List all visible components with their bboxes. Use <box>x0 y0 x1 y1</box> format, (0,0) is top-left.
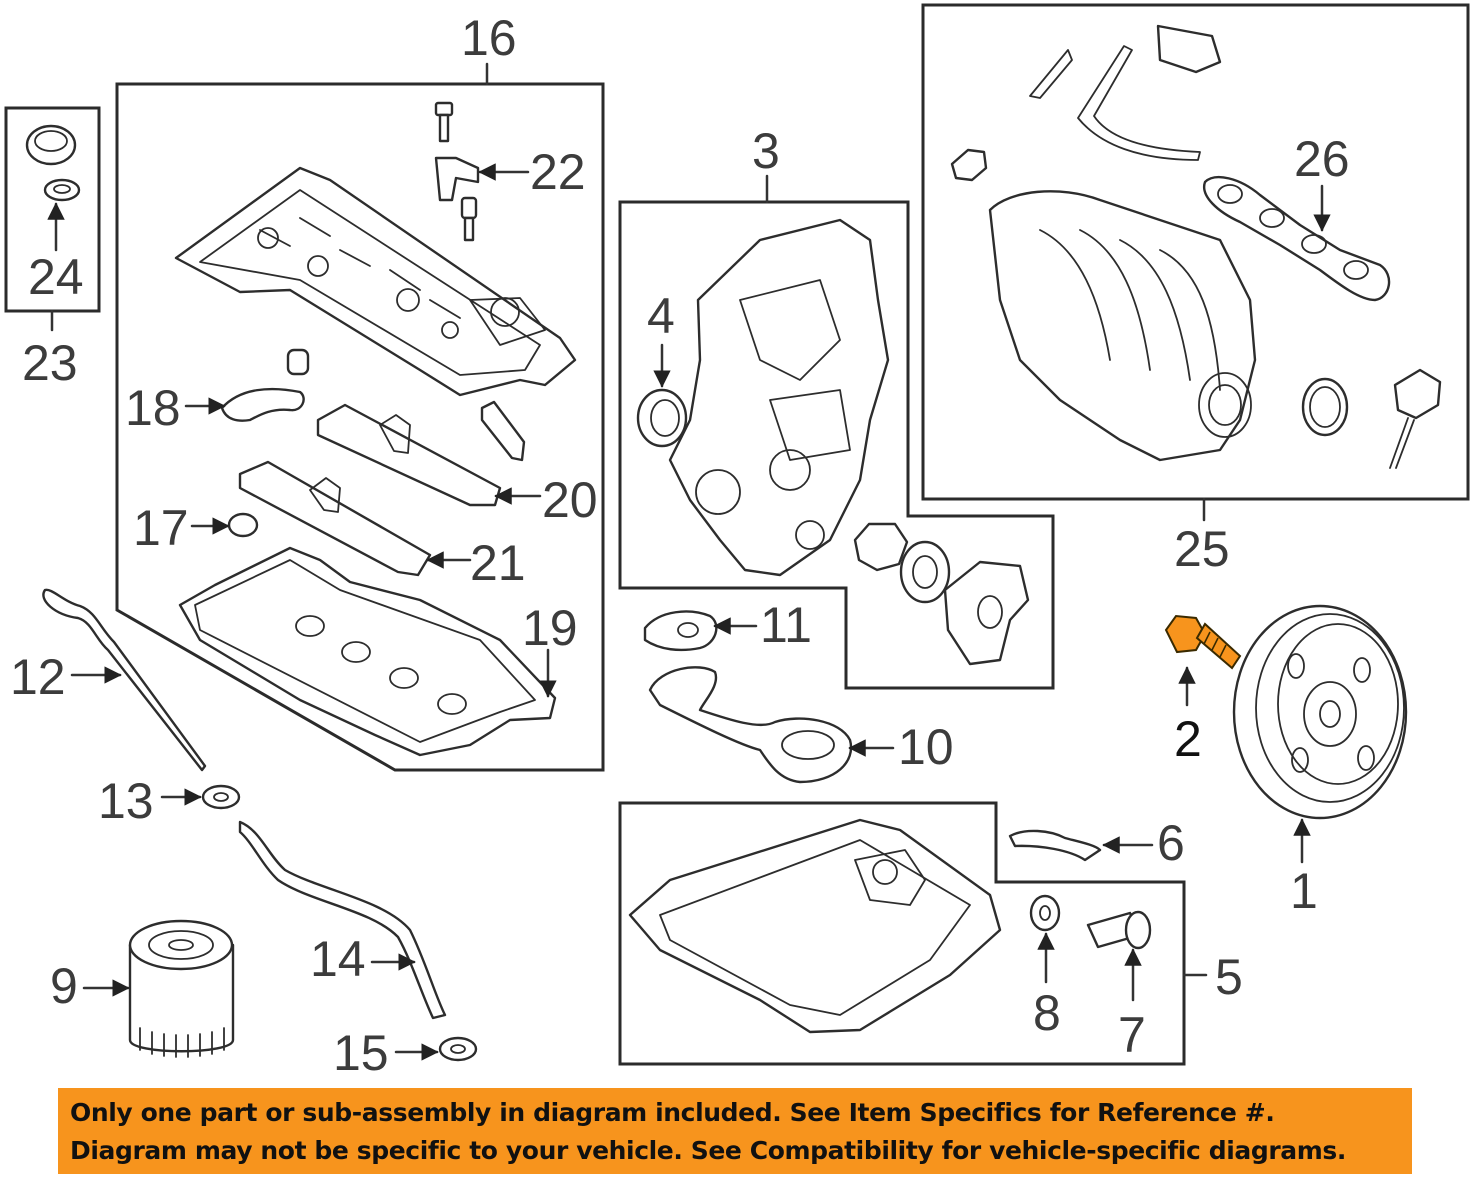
callout-17: 17 <box>133 500 189 556</box>
pcv-valve-part <box>434 101 480 242</box>
gasket-11-hole <box>677 622 699 638</box>
seal-13-part <box>201 784 241 810</box>
callout-6: 6 <box>1157 815 1185 871</box>
callout-22: 22 <box>530 144 586 200</box>
drain-plug-7-part <box>1086 910 1152 950</box>
spark-plug-seals <box>295 615 467 715</box>
oil-pan-5-part <box>628 818 1002 1034</box>
callout-1: 1 <box>1290 863 1318 919</box>
oil-strainer-10-part <box>648 666 853 784</box>
seal-13-hole <box>213 792 229 802</box>
callout-13: 13 <box>98 773 154 829</box>
callout-9: 9 <box>50 958 78 1014</box>
callout-24: 24 <box>28 249 84 305</box>
timing-cover-3-part <box>668 218 890 577</box>
gasket-11-part <box>643 610 718 652</box>
intake-gasket-26-part <box>1202 175 1391 302</box>
plug-17-part <box>227 512 259 538</box>
callout-11: 11 <box>760 597 812 653</box>
baffle-6-part <box>1008 829 1102 862</box>
callout-23: 23 <box>22 335 78 391</box>
callout-4: 4 <box>647 288 675 344</box>
vacuum-actuator-part <box>1389 368 1442 469</box>
baffle-21-part <box>238 460 432 577</box>
callout-25: 25 <box>1174 521 1230 577</box>
crankshaft-pulley-1-part <box>1232 604 1408 820</box>
disclaimer-line-2: Diagram may not be specific to your vehi… <box>70 1136 1346 1165</box>
dipstick-tube-14-part <box>238 820 447 1020</box>
callout-3: 3 <box>752 123 780 179</box>
throttle-seal-inner <box>1309 386 1341 428</box>
callout-26: 26 <box>1294 131 1350 187</box>
plug-part <box>286 348 310 376</box>
washer-8-part <box>1029 894 1061 932</box>
oil-filter-9-part <box>128 919 235 1058</box>
crankshaft-bolt-2-part <box>1164 614 1242 670</box>
valve-cover-gasket-19-part <box>178 546 557 757</box>
oil-filler-cap-part <box>25 124 81 202</box>
group-box-25 <box>921 3 1470 501</box>
baffle-21-detail <box>309 477 341 513</box>
group-box-16 <box>115 82 605 772</box>
disclaimer-banner: Only one part or sub-assembly in diagram… <box>58 1088 1412 1174</box>
callout-arrows <box>47 163 1331 1061</box>
oil-strainer-10-inlet <box>781 730 835 760</box>
valve-cover-part <box>174 166 577 397</box>
callout-16: 16 <box>461 10 517 66</box>
intake-manifold-25-part <box>950 24 1257 462</box>
callout-7: 7 <box>1118 1007 1146 1063</box>
callout-21: 21 <box>470 535 526 591</box>
seal-15-part <box>438 1036 478 1062</box>
callout-2: 2 <box>1174 711 1202 767</box>
washer-8-hole <box>1039 905 1051 921</box>
intake-gasket-26-ports <box>1217 184 1369 280</box>
callout-14: 14 <box>310 931 366 987</box>
callout-12: 12 <box>10 649 66 705</box>
group-box-5 <box>618 801 1186 1066</box>
seal-15-hole <box>450 1044 466 1054</box>
baffle-20-part <box>316 403 502 507</box>
callout-19: 19 <box>522 600 578 656</box>
callout-15: 15 <box>333 1025 389 1081</box>
callout-10: 10 <box>898 719 954 775</box>
callout-8: 8 <box>1033 985 1061 1041</box>
seal-4-inner <box>650 399 680 437</box>
gasket-18-part <box>220 387 305 422</box>
callout-18: 18 <box>125 380 181 436</box>
baffle-20-detail <box>379 414 411 454</box>
group-box-3 <box>618 200 1055 690</box>
callout-20: 20 <box>542 472 598 528</box>
dipstick-12-part <box>42 588 207 772</box>
injector-part <box>480 400 526 462</box>
valve-cover-gasket-19-inner <box>194 559 536 743</box>
callout-5: 5 <box>1215 949 1243 1005</box>
disclaimer-line-1: Only one part or sub-assembly in diagram… <box>70 1098 1275 1127</box>
oil-pump-parts <box>853 522 1030 666</box>
